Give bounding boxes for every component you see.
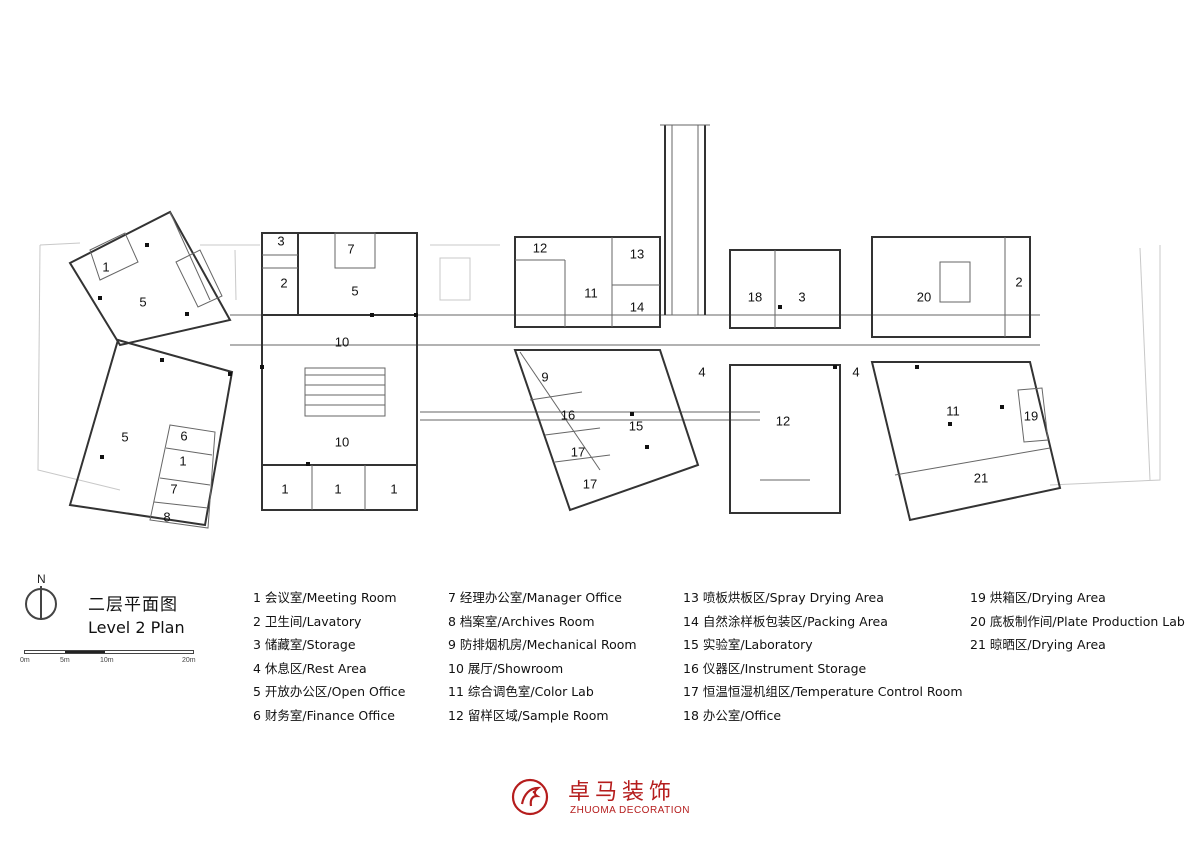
west-lower-block xyxy=(68,338,234,529)
room-number-label: 4 xyxy=(852,364,859,379)
north-arrow-icon xyxy=(25,586,57,620)
room-number-label: 18 xyxy=(748,289,762,304)
site-outline xyxy=(37,242,1161,491)
legend-item: 1 会议室/Meeting Room xyxy=(253,590,397,605)
room-number-label: 10 xyxy=(335,334,349,349)
legend-item: 20 底板制作间/Plate Production Lab xyxy=(970,613,1185,629)
vertical-shaft xyxy=(660,124,710,315)
room-number-label: 1 xyxy=(179,453,186,468)
plan-title-cn: 二层平面图 xyxy=(88,595,178,615)
columns xyxy=(98,243,1004,466)
room-number-label: 7 xyxy=(347,241,354,256)
scale-bar-segment xyxy=(65,651,105,653)
room-number-label: 20 xyxy=(917,289,931,304)
legend-item: 7 经理办公室/Manager Office xyxy=(448,590,622,605)
room-number-label: 17 xyxy=(583,476,597,491)
legend-item: 15 实验室/Laboratory xyxy=(683,637,813,653)
room-number-label: 10 xyxy=(335,434,349,449)
brand-logo: 卓马装饰 ZHUOMA DECORATION xyxy=(510,772,700,822)
room-number-label: 1 xyxy=(390,481,397,496)
legend-item: 2 卫生间/Lavatory xyxy=(253,613,362,629)
scale-label-5: 5m xyxy=(60,657,70,664)
room-number-label: 5 xyxy=(139,294,146,309)
room-number-label: 9 xyxy=(541,369,548,384)
room-number-label: 2 xyxy=(280,275,287,290)
legend-item: 10 展厅/Showroom xyxy=(448,660,564,676)
legend-item: 11 综合调色室/Color Lab xyxy=(448,684,594,700)
block-c xyxy=(513,349,700,512)
legend-item: 9 防排烟机房/Mechanical Room xyxy=(448,637,637,653)
block-d xyxy=(729,249,841,329)
legend-column-2: 7 经理办公室/Manager Office 8 档案室/Archives Ro… xyxy=(448,586,637,728)
legend-item: 19 烘箱区/Drying Area xyxy=(970,590,1106,605)
scale-bar xyxy=(24,650,194,654)
legend-item: 18 办公室/Office xyxy=(683,707,782,723)
showroom-block xyxy=(261,314,418,466)
scale-label-10: 10m xyxy=(100,657,114,664)
room-number-label: 7 xyxy=(170,481,177,496)
legend-item: 4 休息区/Rest Area xyxy=(253,660,367,676)
room-number-label: 13 xyxy=(630,246,644,261)
room-number-label: 1 xyxy=(102,259,109,274)
legend-item: 14 自然涂样板包装区/Packing Area xyxy=(683,613,888,629)
room-number-label: 5 xyxy=(351,283,358,298)
block-e xyxy=(729,364,841,514)
legend-column-1: 1 会议室/Meeting Room 2 卫生间/Lavatory 3 储藏室/… xyxy=(253,586,405,728)
meeting-rooms-row xyxy=(261,464,418,511)
room-number-label: 16 xyxy=(561,407,575,422)
west-upper-block xyxy=(68,210,232,347)
scale-label-0: 0m xyxy=(20,657,30,664)
scale-label-20: 20m xyxy=(182,657,196,664)
room-number-label: 17 xyxy=(571,444,585,459)
room-number-label: 1 xyxy=(334,481,341,496)
legend-item: 21 晾晒区/Drying Area xyxy=(970,637,1106,653)
block-g xyxy=(870,361,1062,522)
room-number-label: 14 xyxy=(630,299,644,314)
north-label: N xyxy=(37,572,46,586)
room-number-label: 3 xyxy=(798,289,805,304)
horse-logo-icon xyxy=(511,778,549,816)
legend-item: 3 储藏室/Storage xyxy=(253,637,356,653)
legend-item: 16 仪器区/Instrument Storage xyxy=(683,660,867,676)
room-number-label: 8 xyxy=(163,509,170,524)
legend-item: 13 喷板烘板区/Spray Drying Area xyxy=(683,590,884,605)
legend-column-4: 19 烘箱区/Drying Area 20 底板制作间/Plate Produc… xyxy=(970,586,1185,657)
room-number-label: 4 xyxy=(698,364,705,379)
brand-name-en: ZHUOMA DECORATION xyxy=(570,805,690,816)
room-number-label: 11 xyxy=(946,403,960,418)
room-number-label: 2 xyxy=(1015,274,1022,289)
plan-title-en: Level 2 Plan xyxy=(88,618,185,637)
legend-item: 17 恒温恒湿机组区/Temperature Control Room xyxy=(683,684,963,700)
room-number-label: 6 xyxy=(180,428,187,443)
legend-item: 8 档案室/Archives Room xyxy=(448,613,595,629)
room-number-label: 5 xyxy=(121,429,128,444)
block-a xyxy=(261,232,418,316)
room-number-label: 15 xyxy=(629,418,643,433)
block-f xyxy=(871,236,1031,338)
central-corridor xyxy=(230,314,1040,421)
brand-name-cn: 卓马装饰 xyxy=(568,780,677,805)
legend-item: 12 留样区域/Sample Room xyxy=(448,707,609,723)
legend-item: 5 开放办公区/Open Office xyxy=(253,684,406,700)
room-number-label: 3 xyxy=(277,233,284,248)
room-number-label: 12 xyxy=(533,240,547,255)
floor-plan-drawing: 1532751010111561781211131491615171718341… xyxy=(37,124,1161,529)
room-number-label: 1 xyxy=(281,481,288,496)
room-number-label: 12 xyxy=(776,413,790,428)
block-b xyxy=(514,236,661,328)
room-number-label: 21 xyxy=(974,470,988,485)
legend-column-3: 13 喷板烘板区/Spray Drying Area 14 自然涂样板包装区/P… xyxy=(683,586,963,728)
room-number-label: 19 xyxy=(1024,408,1038,423)
legend-item: 6 财务室/Finance Office xyxy=(253,707,395,723)
room-number-label: 11 xyxy=(584,285,598,300)
